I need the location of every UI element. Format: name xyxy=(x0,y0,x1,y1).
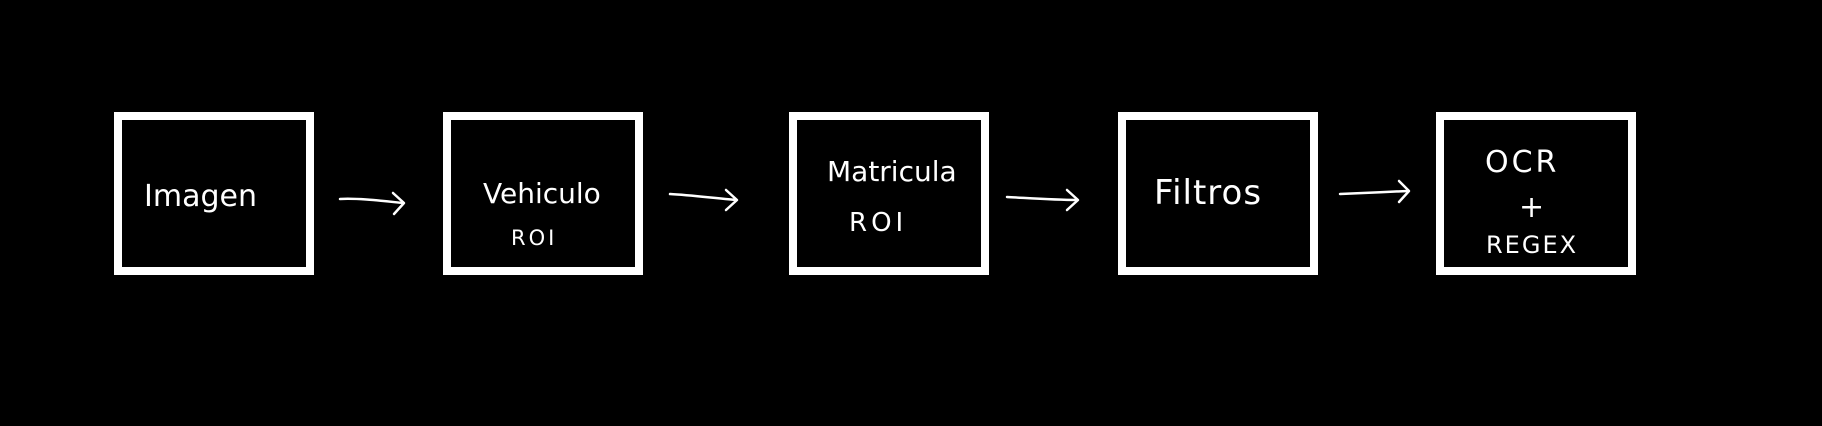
arrow-vehiculo-to-matricula-icon xyxy=(668,188,739,212)
node-filtros-label: Filtros xyxy=(1154,173,1263,213)
arrow-matricula-to-filtros-icon xyxy=(1005,188,1080,212)
node-matricula-roi: Matricula ROI xyxy=(789,112,989,275)
node-plus-label: + xyxy=(1519,190,1545,225)
node-regex-label: REGEX xyxy=(1486,231,1579,259)
node-ocr-regex: OCR + REGEX xyxy=(1436,112,1636,275)
node-imagen-label: Imagen xyxy=(144,179,257,214)
arrow-filtros-to-ocr-icon xyxy=(1338,179,1411,204)
node-ocr-label: OCR xyxy=(1485,145,1560,180)
node-vehiculo-roi-label: ROI xyxy=(511,226,558,250)
node-vehiculo-label: Vehiculo xyxy=(483,177,601,210)
node-imagen: Imagen xyxy=(114,112,314,275)
node-vehiculo-roi: Vehiculo ROI xyxy=(443,112,643,275)
arrow-imagen-to-vehiculo-icon xyxy=(338,191,406,216)
node-matricula-label: Matricula xyxy=(827,155,957,188)
node-matricula-roi-label: ROI xyxy=(849,208,908,238)
node-filtros: Filtros xyxy=(1118,112,1318,275)
